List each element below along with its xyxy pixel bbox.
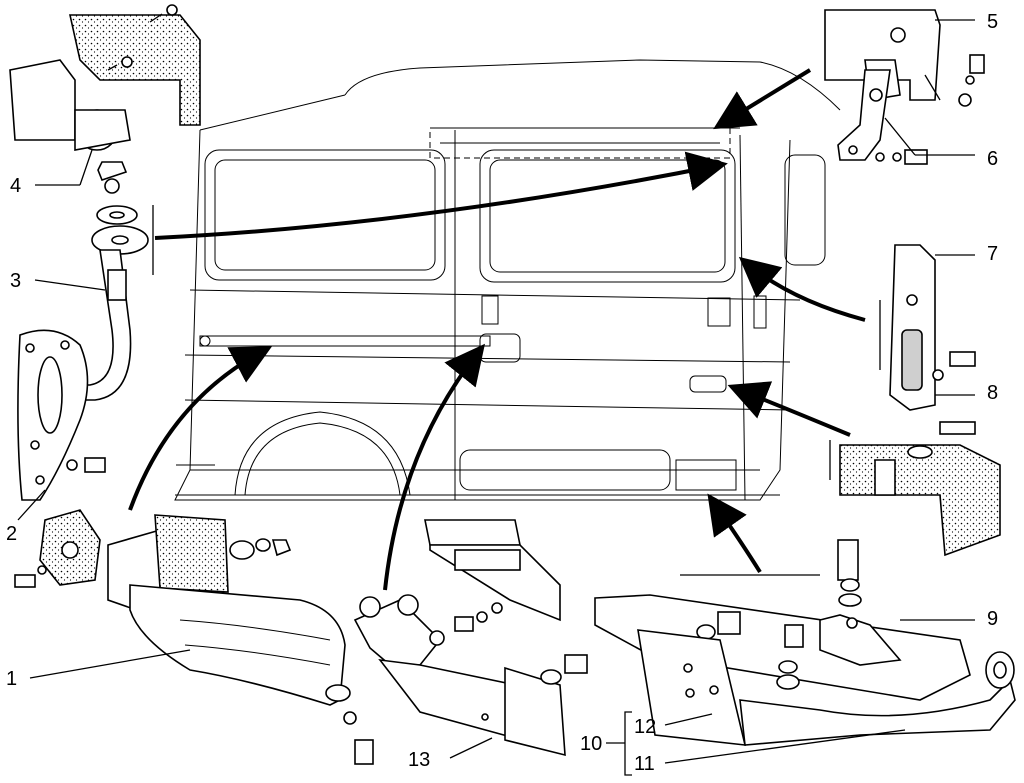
callout-7: 7 bbox=[935, 243, 998, 265]
part-3-upper-arm bbox=[64, 225, 149, 401]
svg-text:2: 2 bbox=[6, 523, 17, 545]
callout-8: 8 bbox=[935, 382, 998, 404]
callout-4: 4 bbox=[10, 149, 93, 197]
svg-text:3: 3 bbox=[10, 270, 21, 292]
part-12-support-plate bbox=[637, 629, 747, 746]
callout-9: 9 bbox=[900, 608, 998, 630]
svg-text:9: 9 bbox=[987, 608, 998, 630]
part-1-bolt-stack bbox=[325, 684, 374, 765]
connector-arrows bbox=[128, 68, 866, 591]
part-9-lower-rear-track-bracket bbox=[594, 539, 971, 701]
part-13-lower-roller-arm bbox=[353, 519, 588, 757]
callout-10: 10 bbox=[580, 711, 632, 776]
callout-13: 13 bbox=[408, 737, 493, 771]
part-2-bracket-plate bbox=[17, 329, 106, 501]
svg-text:1: 1 bbox=[6, 668, 17, 690]
svg-text:7: 7 bbox=[987, 243, 998, 265]
svg-text:10: 10 bbox=[580, 733, 602, 755]
svg-text:13: 13 bbox=[408, 749, 430, 771]
callout-11: 11 bbox=[634, 729, 906, 775]
part-7-striker-plate bbox=[879, 244, 976, 411]
svg-text:4: 4 bbox=[10, 175, 21, 197]
svg-text:11: 11 bbox=[634, 753, 655, 775]
callout-3: 3 bbox=[10, 270, 106, 292]
callout-6: 6 bbox=[884, 117, 998, 170]
part-6-roller-arm bbox=[837, 54, 985, 165]
callout-12: 12 bbox=[634, 713, 713, 738]
part-11-roller-arm bbox=[739, 651, 1016, 746]
callout-1: 1 bbox=[6, 649, 191, 690]
svg-text:5: 5 bbox=[987, 11, 998, 33]
svg-text:6: 6 bbox=[987, 148, 998, 170]
callout-2: 2 bbox=[6, 489, 46, 545]
part-4-upper-roller-bracket bbox=[9, 4, 201, 151]
callout-5: 5 bbox=[935, 11, 998, 33]
part-1-lower-guide-assembly bbox=[14, 509, 346, 706]
part-4-washers bbox=[96, 161, 138, 225]
part-8-rear-bumper-stop bbox=[829, 421, 1001, 557]
svg-text:8: 8 bbox=[987, 382, 998, 404]
van-body-side-panel bbox=[174, 59, 841, 501]
callouts: 1 2 3 4 5 6 7 8 bbox=[6, 11, 998, 776]
svg-text:12: 12 bbox=[634, 716, 656, 738]
